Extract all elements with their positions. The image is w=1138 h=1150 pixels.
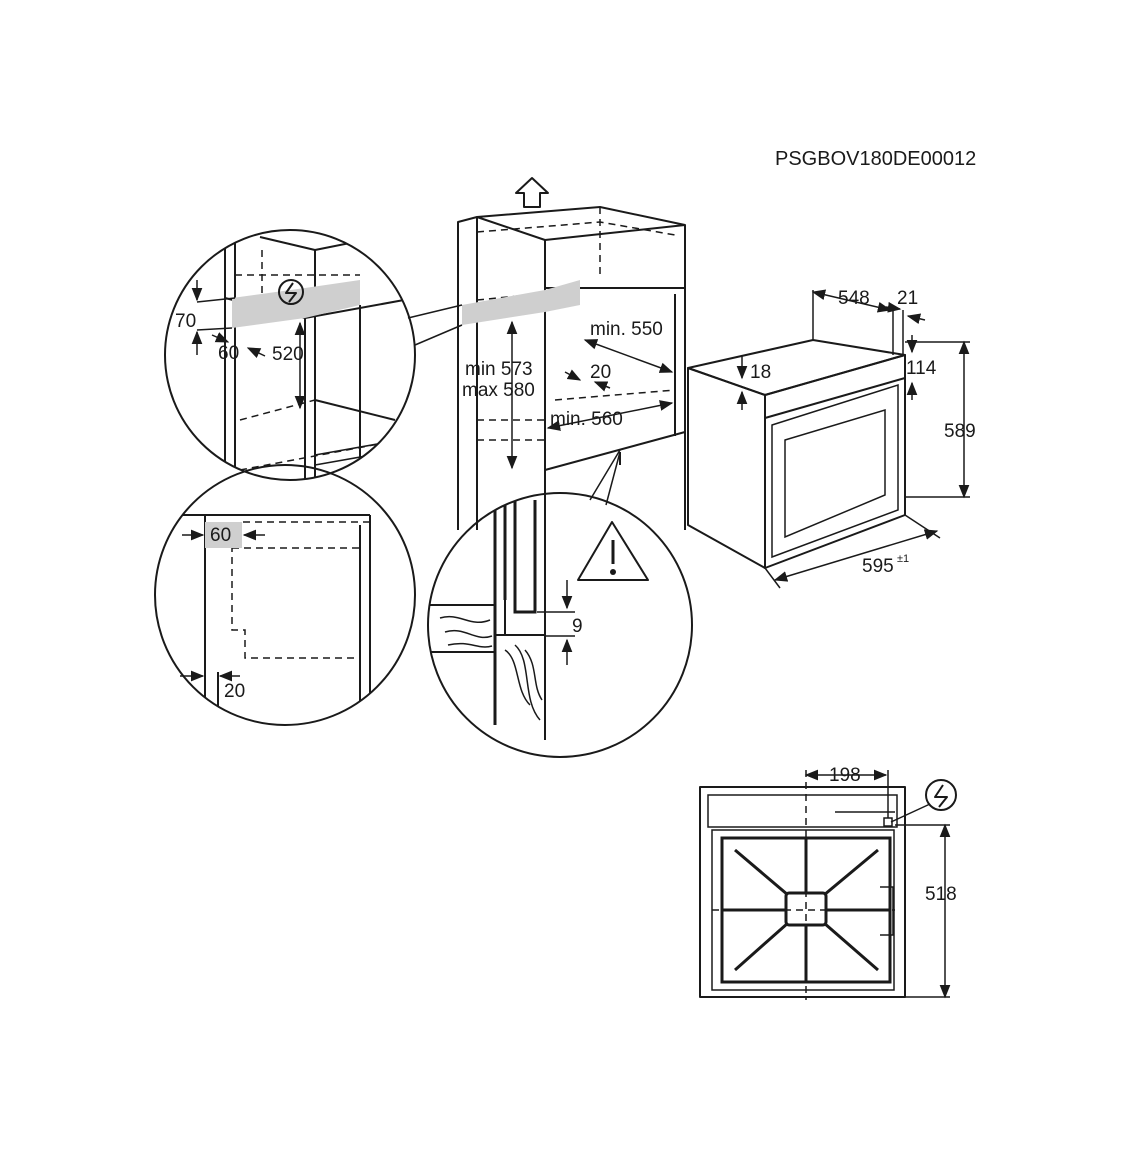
dim-520: 520 bbox=[272, 344, 304, 365]
dim-548: 548 bbox=[838, 288, 870, 309]
detail-circle-top-left: 70 60 520 bbox=[164, 229, 416, 481]
dim-589: 589 bbox=[944, 421, 976, 442]
direction-up-arrow-icon bbox=[515, 177, 549, 208]
detail-circle-bottom-left: 60 20 bbox=[154, 464, 416, 726]
dim-595-tolerance: ±1 bbox=[897, 553, 909, 565]
dim-114: 114 bbox=[906, 358, 937, 379]
document-code: PSGBOV180DE00012 bbox=[775, 148, 976, 170]
dim-21: 21 bbox=[897, 288, 918, 309]
dim-20-mid: 20 bbox=[590, 362, 611, 383]
dim-60-top: 60 bbox=[218, 343, 239, 364]
cabinet-niche: min 573 max 580 min. 550 20 min. 560 bbox=[407, 177, 686, 530]
dim-9: 9 bbox=[572, 616, 583, 637]
dim-60-box: 60 bbox=[210, 525, 231, 546]
dim-518: 518 bbox=[925, 884, 957, 905]
dim-198: 198 bbox=[829, 765, 861, 786]
detail-circle-bottom-middle: 9 bbox=[427, 492, 693, 758]
dim-max-580: max 580 bbox=[462, 380, 535, 401]
oven-top-view: 198 518 bbox=[699, 765, 957, 1000]
dim-min-550: min. 550 bbox=[590, 319, 663, 340]
dim-min-573: min 573 bbox=[465, 359, 533, 380]
dim-min-560: min. 560 bbox=[550, 409, 623, 430]
dim-20-bottom: 20 bbox=[224, 681, 245, 702]
electrical-connection-icon bbox=[278, 279, 304, 305]
dim-18: 18 bbox=[750, 362, 771, 383]
oven-unit: 548 21 114 18 589 595 ±1 bbox=[687, 288, 976, 589]
warning-triangle-icon bbox=[577, 521, 649, 581]
dim-70: 70 bbox=[175, 311, 196, 332]
dim-595: 595 bbox=[862, 556, 894, 577]
